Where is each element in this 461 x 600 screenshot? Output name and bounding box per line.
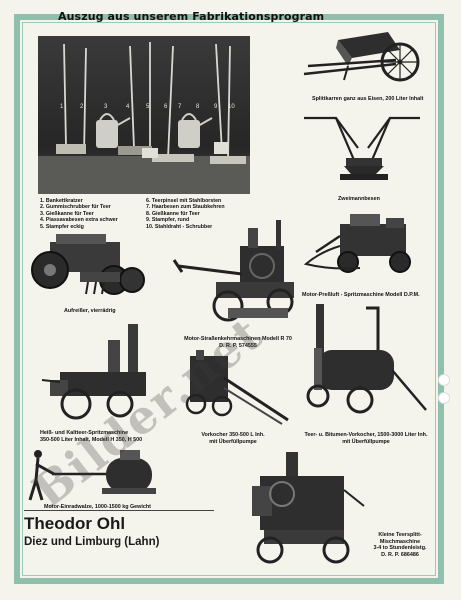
green-border-frame <box>14 14 444 584</box>
tools-photo-illustration: 1 2 3 4 5 6 7 8 9 10 <box>38 36 250 194</box>
zweimannbesen-label: Zweimannbesen <box>338 196 380 202</box>
tool-item-7: 7. Haarbesen zum Staubkehren <box>146 204 225 211</box>
tools-list-right: 6. Teerpinsel mit Stahlborsten 7. Haarbe… <box>146 198 225 230</box>
photo-number-3: 3 <box>104 104 108 110</box>
vorkocher-illustration <box>185 350 289 425</box>
teersplitt-label-line1: Kleine Teersplitt- <box>378 532 422 538</box>
pressluft-label: Motor-Preßluft - Spritzmaschine Modell D… <box>302 292 420 298</box>
teersplitt-mischmaschine-illustration <box>252 452 365 564</box>
tool-item-2: 2. Gummischrubber für Teer <box>40 204 111 211</box>
vorkocher-label-line2: mit Überfüllpumpe <box>209 438 257 445</box>
aufreisser-label: Aufreißer, vierrädrig <box>64 308 116 314</box>
bitumen-vorkocher-label-line2: mit Überfüllpumpe <box>342 438 390 445</box>
tool-item-4: 4. Piassavabesen extra schwer <box>40 217 118 224</box>
zweimannbesen-illustration <box>304 116 420 180</box>
heiss-kaltteer-spritzmaschine-illustration <box>41 324 146 420</box>
teersplitt-label-line2: Mischmaschine <box>379 538 421 545</box>
inner-border-line <box>22 22 436 576</box>
photo-number-1: 1 <box>60 104 64 110</box>
tool-item-5: 5. Stampfer eckig <box>40 223 84 230</box>
bitumen-vorkocher-label: Teer- u. Bitumen-Vorkocher, 1500-3000 Li… <box>296 432 436 445</box>
bitumen-vorkocher-illustration <box>306 304 427 414</box>
tool-item-3: 3. Gießkanne für Teer <box>40 210 94 217</box>
tool-item-9: 9. Stampfer, rund <box>146 217 190 224</box>
pressluft-spritzmaschine-illustration <box>303 214 411 273</box>
teersplitt-label-line4: D. R. P. 686486 <box>381 551 419 558</box>
strassenkehr-label-line1: Motor-Straßenkehrmaschinen Modell R 70 <box>184 336 292 342</box>
tool-item-10: 10. Stahldraht - Schrubber <box>146 223 213 230</box>
photo-number-4: 4 <box>126 104 130 110</box>
splittkarren-illustration <box>303 32 420 82</box>
strassenkehr-label-line2: D. R. P. 574555 <box>219 342 257 349</box>
photo-number-9: 9 <box>214 104 218 110</box>
einradwalze-illustration <box>28 450 156 501</box>
bitumen-vorkocher-label-line1: Teer- u. Bitumen-Vorkocher, 1500-3000 Li… <box>304 432 428 438</box>
aufreisser-illustration <box>31 234 145 295</box>
splittkarren-label: Splittkarren ganz aus Eisen, 200 Liter I… <box>312 96 424 102</box>
einradwalze-label: Motor-Einradwalze, 1000-1500 kg Gewicht <box>44 504 151 510</box>
photo-number-8: 8 <box>196 104 200 110</box>
tool-item-6: 6. Teerpinsel mit Stahlborsten <box>146 198 222 204</box>
tools-list-left: 1. Bankettkratzer 2. Gummischrubber für … <box>40 198 118 230</box>
company-divider <box>24 510 214 511</box>
photo-number-10: 10 <box>228 104 235 110</box>
heiss-kaltteer-label-line1: Heiß- und Kaltteer-Spritzmaschine <box>40 430 129 436</box>
teersplitt-label-line3: 3-4 to Stundenleistg. <box>373 545 427 552</box>
tools-photo: 1 2 3 4 5 6 7 8 9 10 <box>38 36 250 194</box>
binder-hole-bottom <box>438 392 450 404</box>
photo-number-2: 2 <box>80 104 84 110</box>
photo-number-7: 7 <box>178 104 182 110</box>
teersplitt-label: Kleine Teersplitt- Mischmaschine 3-4 to … <box>362 532 438 558</box>
company-name: Theodor Ohl <box>24 514 126 533</box>
strassenkehrmaschine-illustration <box>172 220 294 322</box>
tool-item-1: 1. Bankettkratzer <box>40 198 83 204</box>
binder-hole-top <box>438 374 450 386</box>
strassenkehr-label: Motor-Straßenkehrmaschinen Modell R 70 D… <box>170 336 306 349</box>
company-block: Theodor Ohl Diez und Limburg (Lahn) <box>24 510 214 550</box>
tool-item-8: 8. Gießkanne für Teer <box>146 210 200 217</box>
heiss-kaltteer-label-line2: 350-500 Liter Inhalt, Modell H 350, H 50… <box>40 436 143 443</box>
vorkocher-label: Vorkocher 350-500 L Inh. mit Überfüllpum… <box>178 432 288 445</box>
photo-number-6: 6 <box>164 104 168 110</box>
company-address: Diez und Limburg (Lahn) <box>24 536 160 548</box>
vorkocher-label-line1: Vorkocher 350-500 L Inh. <box>201 432 265 438</box>
photo-number-5: 5 <box>146 104 150 110</box>
heiss-kaltteer-label: Heiß- und Kaltteer-Spritzmaschine 350-50… <box>40 430 142 443</box>
page-title: Auszug aus unserem Fabrikationsprogram <box>58 10 325 23</box>
